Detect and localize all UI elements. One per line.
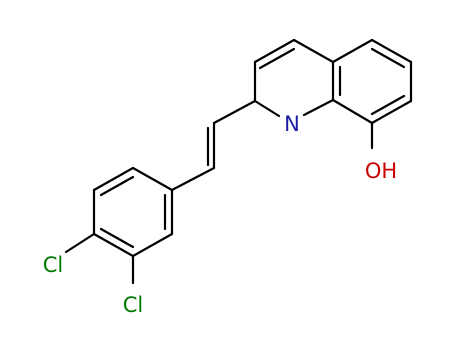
bond — [131, 166, 174, 192]
bond — [292, 38, 335, 64]
chlorine-label-1: Cl — [43, 253, 64, 277]
bond — [92, 232, 135, 258]
quinoline-benzo-ring — [331, 38, 413, 150]
bond — [253, 99, 281, 118]
bond — [212, 99, 257, 125]
bond — [92, 166, 135, 192]
chlorine-label-2: Cl — [123, 293, 144, 317]
dichlorophenyl-ring — [64, 166, 174, 285]
bond — [64, 232, 96, 254]
bond — [170, 166, 216, 192]
bond — [331, 38, 374, 64]
vinyl-linker — [170, 99, 257, 192]
bond — [370, 38, 413, 64]
bond — [370, 99, 413, 125]
bond — [370, 47, 406, 69]
quinoline-pyridine-ring — [253, 38, 335, 118]
bond — [258, 47, 296, 70]
bond — [302, 98, 335, 117]
nitrogen-label: N — [284, 112, 300, 136]
bond — [370, 94, 406, 116]
bond — [253, 38, 296, 64]
bond — [131, 232, 174, 258]
hydroxyl-label: OH — [365, 159, 397, 183]
bond — [331, 98, 374, 125]
bond — [99, 175, 135, 197]
bond — [99, 227, 135, 249]
